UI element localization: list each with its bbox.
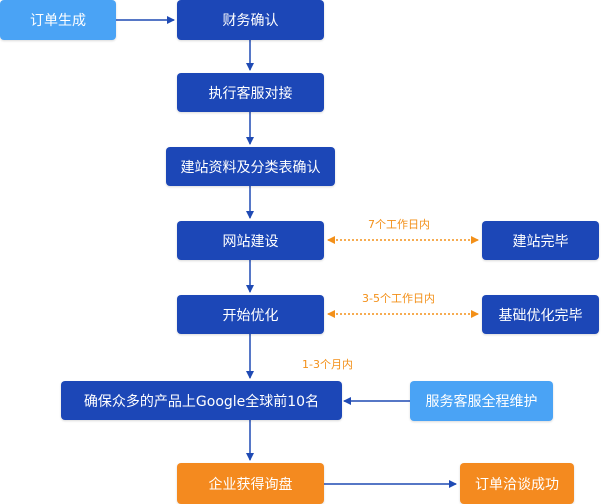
note-one-three-months: 1-3个月内 — [302, 358, 353, 371]
note-three-five-days: 3-5个工作日内 — [362, 292, 435, 305]
node-inquiries: 企业获得询盘 — [177, 463, 324, 504]
node-cs-handoff: 执行客服对接 — [177, 73, 324, 112]
node-google-top10: 确保众多的产品上Google全球前10名 — [61, 381, 342, 420]
node-order-created: 订单生成 — [0, 0, 116, 40]
node-basic-optimize-done: 基础优化完毕 — [482, 295, 599, 334]
node-full-service: 服务客服全程维护 — [410, 381, 553, 421]
node-start-optimize: 开始优化 — [177, 295, 324, 334]
node-deal-success: 订单洽谈成功 — [460, 463, 574, 504]
node-materials-confirm: 建站资料及分类表确认 — [166, 147, 335, 186]
note-seven-days: 7个工作日内 — [368, 218, 430, 231]
node-site-build: 网站建设 — [177, 221, 324, 260]
node-site-done: 建站完毕 — [482, 221, 599, 260]
node-finance-confirm: 财务确认 — [177, 0, 324, 40]
